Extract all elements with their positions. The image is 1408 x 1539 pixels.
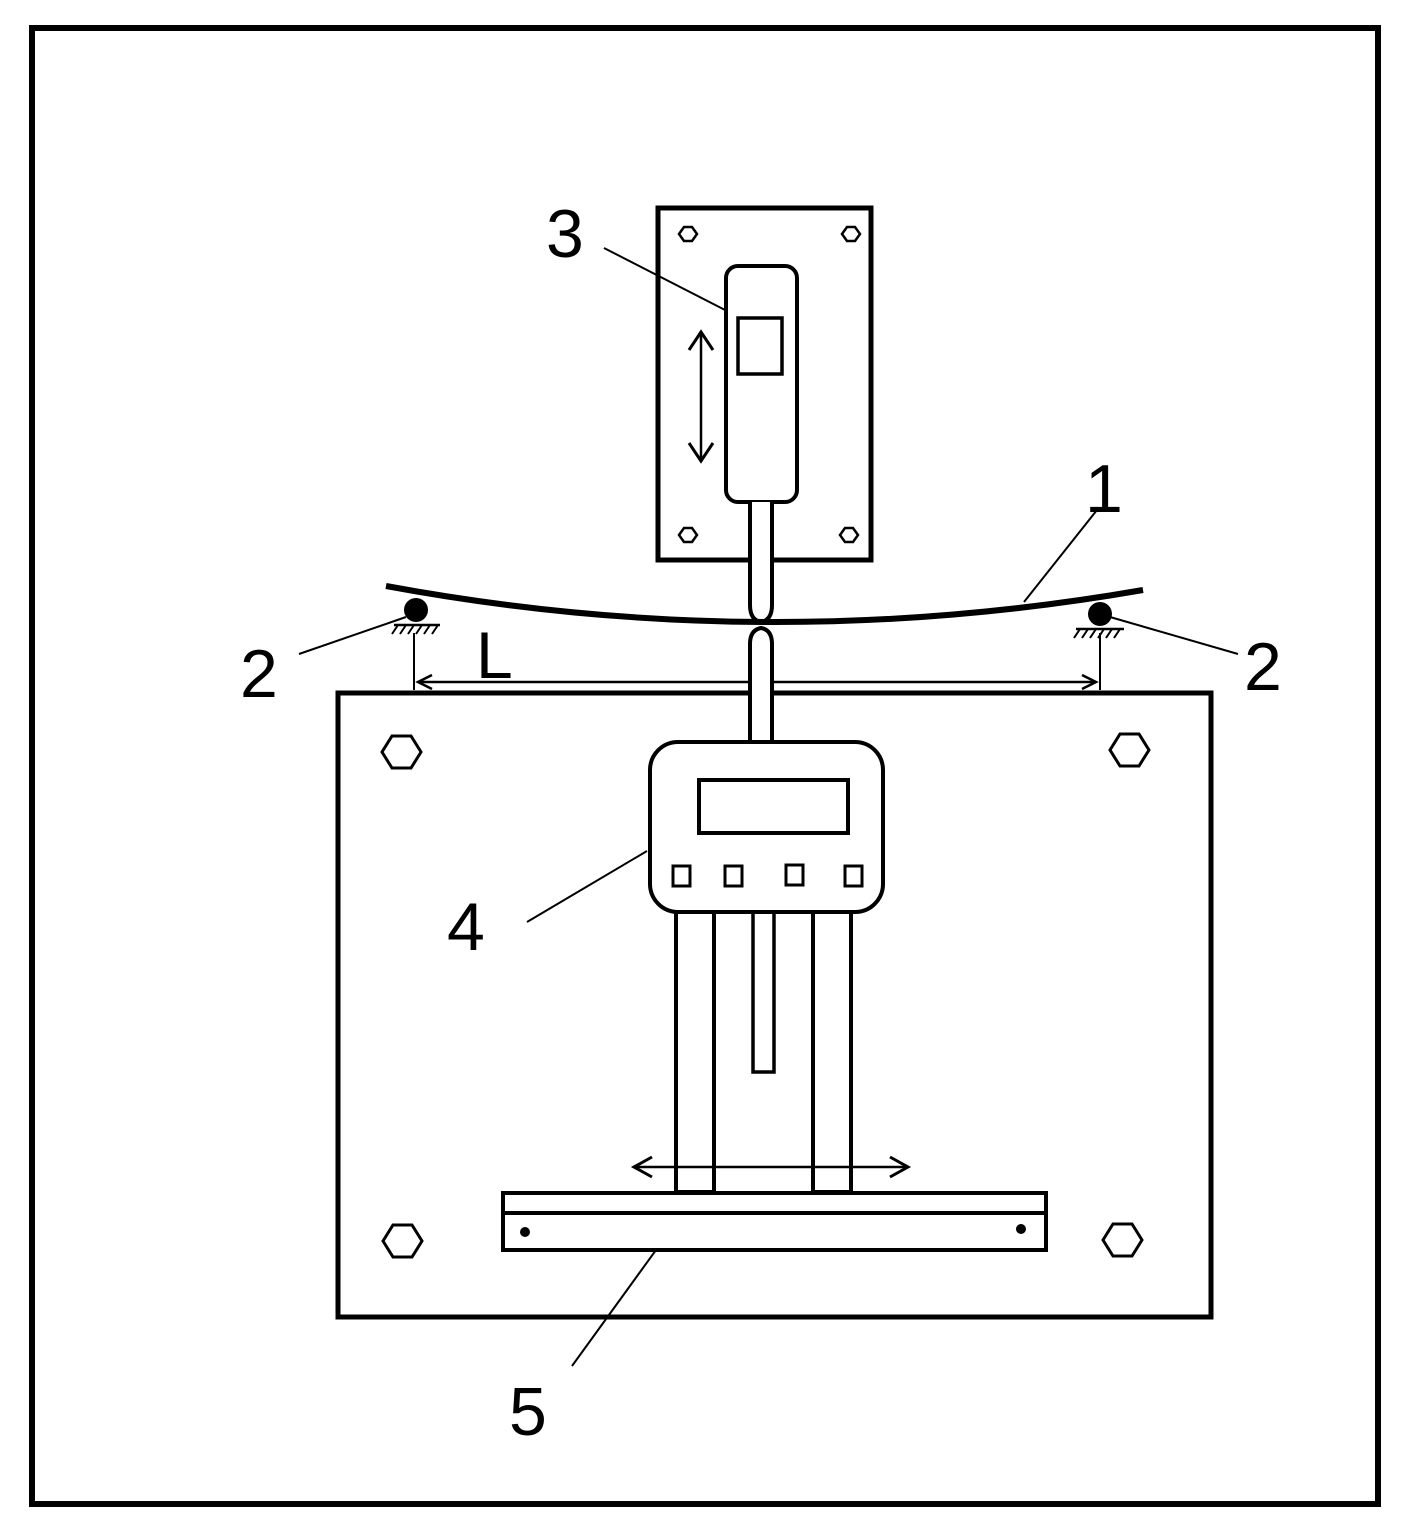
- lower-plunger: [748, 625, 774, 745]
- dial-indicator: [648, 740, 885, 914]
- indicator-button: [723, 864, 744, 888]
- upper-plunger: [748, 502, 774, 625]
- indicator-display: [697, 778, 850, 835]
- bolt-hex-icon: [677, 225, 699, 243]
- actuator-body: [724, 264, 799, 504]
- indicator-button: [671, 864, 692, 888]
- leader-lines: [298, 247, 1239, 1367]
- left-support: [391, 598, 440, 635]
- label-rail: 5: [509, 1374, 547, 1450]
- label-actuator: 3: [546, 196, 584, 272]
- bent-beam: [385, 583, 1144, 625]
- guide-rail: [501, 1191, 1048, 1252]
- actuator-window: [736, 316, 784, 376]
- right-support: [1073, 602, 1124, 639]
- label-indicator: 4: [447, 889, 485, 965]
- outer-frame: [29, 25, 1381, 1507]
- indicator-button: [843, 864, 864, 888]
- bolt-hex-icon: [380, 734, 423, 770]
- bolt-hex-icon: [1101, 1222, 1144, 1258]
- bolt-hex-icon: [840, 225, 862, 243]
- indicator-button: [784, 863, 805, 887]
- label-support-left: 2: [240, 636, 278, 712]
- bolt-hex-icon: [677, 526, 699, 544]
- bolt-hex-icon: [838, 526, 860, 544]
- label-span-length: L: [476, 618, 513, 692]
- actuator-assembly: [655, 205, 874, 625]
- horizontal-motion-arrow: [630, 1155, 912, 1179]
- label-support-right: 2: [1244, 629, 1282, 705]
- dial-indicator-legs: [674, 908, 853, 1194]
- bolt-hex-icon: [1108, 732, 1151, 768]
- label-beam: 1: [1085, 451, 1123, 527]
- bolt-hex-icon: [381, 1223, 424, 1259]
